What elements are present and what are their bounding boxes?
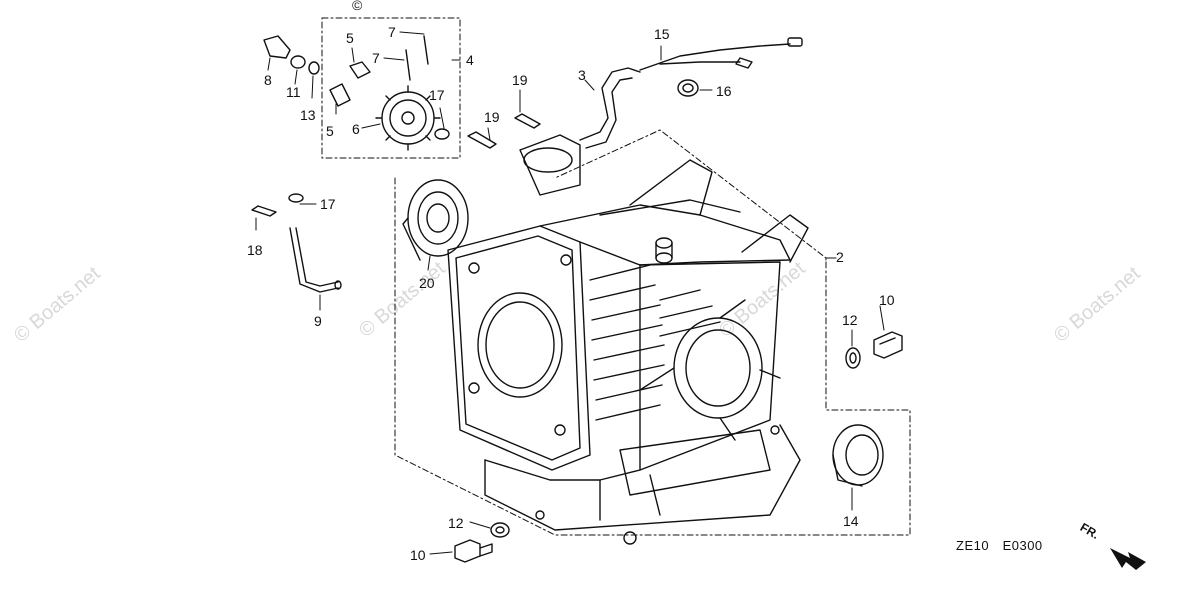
callout-9: 9 xyxy=(314,313,322,329)
callout-6: 6 xyxy=(352,121,360,137)
callout-12-bottom: 12 xyxy=(448,515,464,531)
callout-17-left: 17 xyxy=(320,196,336,212)
callout-19-lower: 19 xyxy=(484,109,500,125)
part-6-governor-gear xyxy=(375,85,441,151)
callout-19-upper: 19 xyxy=(512,72,528,88)
callout-17-upper: 17 xyxy=(429,87,445,103)
part-20-bearing xyxy=(402,179,469,261)
part-17-washer-left xyxy=(288,193,304,203)
callout-3: 3 xyxy=(578,67,586,83)
callout-8: 8 xyxy=(264,72,272,88)
crankcase-group-box xyxy=(394,129,911,536)
part-12-washer-right xyxy=(845,347,861,369)
leader-lines xyxy=(255,31,885,555)
callout-16: 16 xyxy=(716,83,732,99)
callout-10-right: 10 xyxy=(879,292,895,308)
diagram-code: ZE10 E0300 xyxy=(956,538,1043,553)
callout-7-lower: 7 xyxy=(372,50,380,66)
part-18-clip xyxy=(251,205,277,217)
part-10-bolt-bottom xyxy=(454,539,493,563)
callout-2: 2 xyxy=(836,249,844,265)
part-8-sleeve xyxy=(263,35,291,59)
part-12-washer-bottom xyxy=(490,522,510,538)
callout-11: 11 xyxy=(286,84,301,100)
part-14-oil-seal xyxy=(832,424,884,487)
callout-20: 20 xyxy=(419,275,435,291)
crankcase-block xyxy=(447,159,809,545)
part-7-pins xyxy=(405,35,429,81)
callout-15: 15 xyxy=(654,26,670,42)
callout-18: 18 xyxy=(247,242,263,258)
part-19-bolt-b xyxy=(467,131,497,149)
part-5-weights xyxy=(329,61,371,107)
governor-group-box xyxy=(321,17,461,159)
callout-13: 13 xyxy=(300,107,316,123)
callout-14: 14 xyxy=(843,513,859,529)
part-17-washer-right xyxy=(434,128,450,140)
callout-4: 4 xyxy=(466,52,474,68)
front-direction-arrow xyxy=(1110,548,1146,570)
callout-5-lower: 5 xyxy=(326,123,334,139)
part-11-washer xyxy=(290,55,306,69)
part-13-clip xyxy=(308,61,320,75)
callout-12-right: 12 xyxy=(842,312,858,328)
part-16-grommet xyxy=(677,79,699,97)
part-3-breather-assembly xyxy=(519,67,641,196)
part-9-governor-arm xyxy=(289,227,342,293)
callout-10-bottom: 10 xyxy=(410,547,426,563)
callout-7-upper: 7 xyxy=(388,24,396,40)
part-15-oil-alert-wire xyxy=(639,37,803,71)
part-10-bolt-right xyxy=(873,331,903,359)
part-19-bolt-a xyxy=(514,113,541,129)
callout-5-upper: 5 xyxy=(346,30,354,46)
copyright-mark: © xyxy=(352,0,363,13)
